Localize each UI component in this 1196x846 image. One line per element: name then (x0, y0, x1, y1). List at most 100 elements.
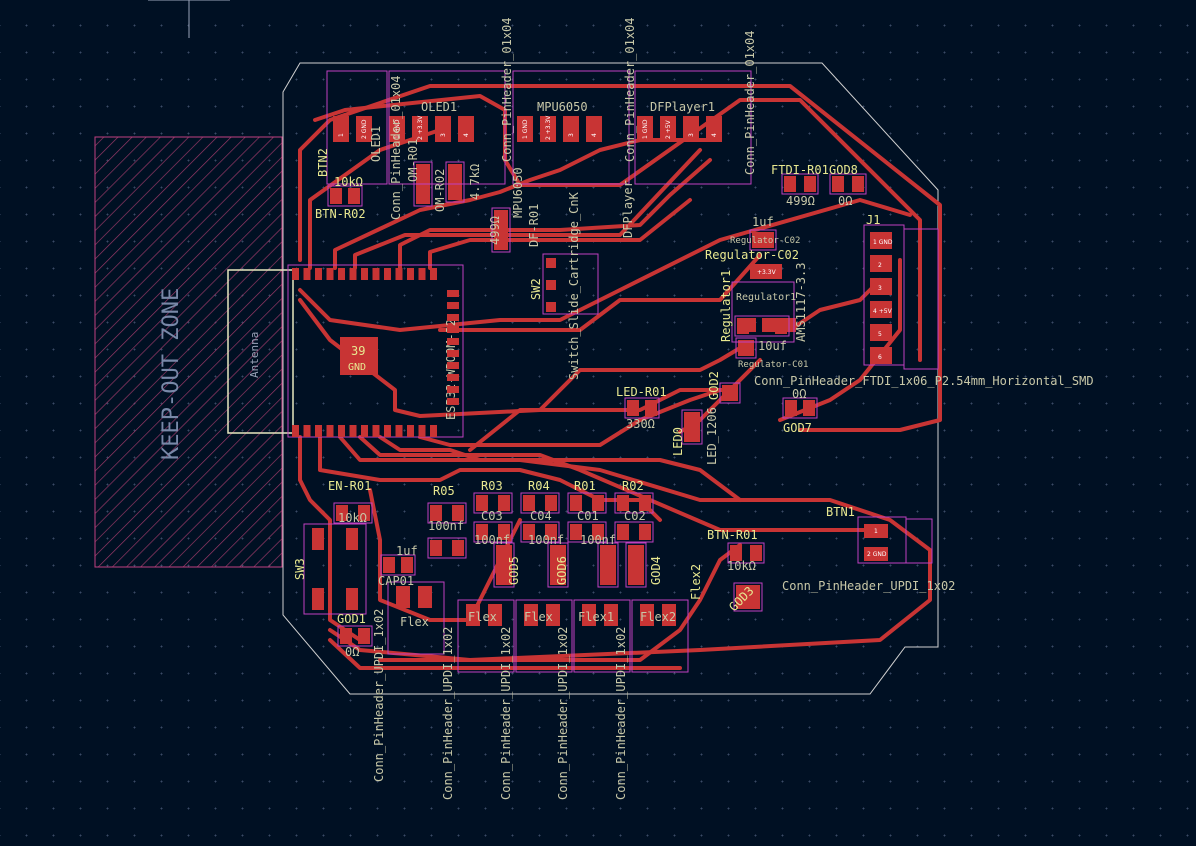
btn-r02-ref: BTN-R02 (315, 207, 366, 221)
pad (349, 268, 357, 280)
footprint-courtyard (567, 492, 607, 514)
flex-label: Flex (400, 615, 429, 629)
pad (683, 116, 699, 142)
pad (488, 604, 502, 626)
footprint-courtyard (445, 161, 465, 203)
footprint-courtyard (493, 542, 515, 588)
pad (639, 524, 651, 540)
mpu-pin-1: 1 GND (522, 119, 529, 139)
pad (870, 324, 892, 341)
bottom-header-value: Conn_PinHeader_UPDI_1x02 (556, 627, 570, 800)
pad (523, 524, 535, 540)
pad (312, 528, 324, 550)
antenna-outline (227, 269, 294, 434)
mpu-ref: MPU6050 (537, 100, 588, 114)
pad (447, 314, 459, 321)
pad (466, 604, 480, 626)
keepout-zone[interactable]: KEEP-OUT ZONE Antenna (94, 136, 294, 568)
pad (292, 425, 299, 437)
trace (298, 435, 362, 642)
flex2-ref: Flex2 (689, 564, 703, 600)
oled-pin-2: 2 +3.3V (417, 115, 424, 140)
pad (617, 524, 629, 540)
bottom-header-value: Conn_PinHeader_UPDI_1x02 (614, 627, 628, 800)
flex-label: Flex2 (640, 610, 676, 624)
trace (378, 435, 742, 502)
bottom-header-value: Conn_PinHeader_UPDI_1x02 (441, 627, 455, 800)
pad (592, 495, 604, 511)
pad (315, 425, 322, 437)
btn1-pin-1: 1 (874, 528, 878, 535)
pad (346, 588, 358, 610)
pad (540, 116, 556, 142)
god5-ref: GOD5 (507, 556, 521, 585)
pad (401, 557, 413, 573)
footprint-courtyard (567, 521, 607, 543)
mpu-label: MPU6050 (511, 167, 525, 218)
j1-pin-6: 6 (878, 354, 882, 361)
god2-ref: GOD2 (707, 371, 721, 400)
esp32-module[interactable]: ESP32-WROOM-32 39 GND (287, 264, 464, 438)
footprint-courtyard (387, 581, 445, 655)
btn-r01-ref: BTN-R01 (707, 528, 758, 542)
pad (546, 604, 560, 626)
footprint-courtyard (634, 70, 752, 185)
pad (546, 258, 556, 268)
trace (328, 435, 932, 662)
pad (384, 268, 391, 280)
pad (632, 545, 644, 585)
pad (736, 585, 748, 609)
pad (852, 176, 864, 192)
mpu-pin-2: 2 +3.3V (545, 115, 552, 140)
sw2-ref: SW2 (529, 278, 543, 300)
silkscreen-labels: BTN2 10kΩ BTN-R02 OLED1 OLED1 Conn_PinHe… (293, 18, 1094, 801)
led-r01-ref: LED-R01 (616, 385, 667, 399)
trace (353, 148, 702, 270)
pad (500, 545, 512, 585)
footprint-courtyard (727, 542, 765, 564)
god4-ref: GOD4 (649, 556, 663, 585)
pad (447, 302, 459, 309)
pad (340, 628, 352, 644)
pad (447, 290, 459, 297)
ftdi-r01-value: 499Ω (786, 194, 815, 208)
dfplayer-ref: DFPlayer1 (650, 100, 715, 114)
pad (870, 255, 892, 272)
pad (348, 188, 360, 204)
pad (742, 318, 756, 332)
pad (637, 116, 653, 142)
footprint-courtyard (625, 542, 647, 588)
footprint-courtyard (491, 207, 511, 253)
trace (438, 253, 762, 332)
pad (349, 425, 357, 437)
pad (447, 398, 459, 405)
r05-value: 100nf (428, 519, 464, 533)
footprint-courtyard (782, 397, 818, 419)
trace (328, 638, 682, 670)
pad (447, 350, 459, 357)
pad (545, 524, 557, 540)
trace (468, 388, 732, 452)
sw2-value: Switch_Slide_Cartridge_CnK (567, 191, 581, 380)
btn2-label: BTN2 (316, 148, 330, 177)
labelled-pads (750, 264, 782, 279)
pad (372, 425, 380, 437)
pad (396, 586, 410, 608)
om-r02-value: 4.7kΩ (468, 164, 482, 200)
keepout-label: KEEP-OUT ZONE (159, 288, 184, 460)
en-r01-ref: EN-R01 (328, 479, 371, 493)
trace (358, 435, 882, 532)
btn-pin-2: 2 GND (361, 119, 368, 139)
pad (864, 547, 888, 561)
pad (688, 412, 700, 442)
footprint-courtyard (337, 625, 373, 647)
pad (563, 116, 579, 142)
footprint-courtyard (427, 502, 467, 524)
pad (476, 495, 488, 511)
led-r01-value: 330Ω (626, 417, 655, 431)
footprint-courtyard (597, 542, 619, 588)
pad (303, 425, 311, 437)
pad (750, 545, 762, 561)
